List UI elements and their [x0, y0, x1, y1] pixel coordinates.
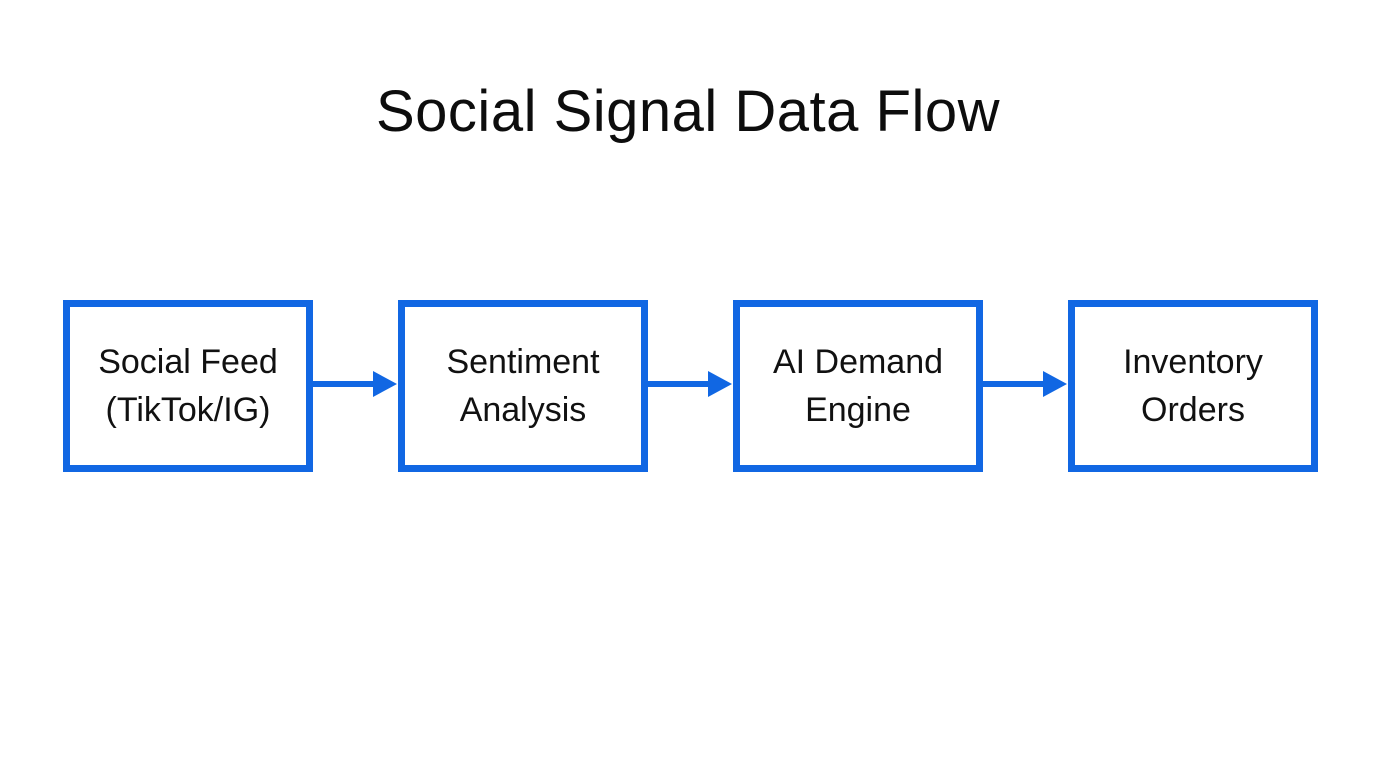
- node-label-line: Sentiment: [446, 343, 600, 381]
- node-label-line: (TikTok/IG): [105, 391, 271, 429]
- flow-row: Social Feed (TikTok/IG) Sentiment Analys…: [63, 300, 1318, 472]
- arrow-right-icon: [983, 371, 1067, 397]
- node-label-line: Analysis: [459, 391, 587, 429]
- flow-node-ai-demand-engine[interactable]: AI Demand Engine: [733, 300, 983, 472]
- node-label-line: Inventory: [1123, 343, 1263, 381]
- flow-node-inventory-orders[interactable]: Inventory Orders: [1068, 300, 1318, 472]
- arrow-right-icon: [648, 371, 732, 397]
- flow-connector: [648, 300, 733, 472]
- arrow-right-icon: [313, 371, 397, 397]
- flow-node-social-feed[interactable]: Social Feed (TikTok/IG): [63, 300, 313, 472]
- flow-connector: [313, 300, 398, 472]
- node-label-line: Engine: [805, 391, 911, 429]
- node-label-line: Social Feed: [98, 343, 278, 381]
- node-label-line: Orders: [1141, 391, 1245, 429]
- diagram-title: Social Signal Data Flow: [375, 79, 1000, 144]
- node-label-line: AI Demand: [772, 343, 944, 381]
- flow-node-sentiment-analysis[interactable]: Sentiment Analysis: [398, 300, 648, 472]
- flow-connector: [983, 300, 1068, 472]
